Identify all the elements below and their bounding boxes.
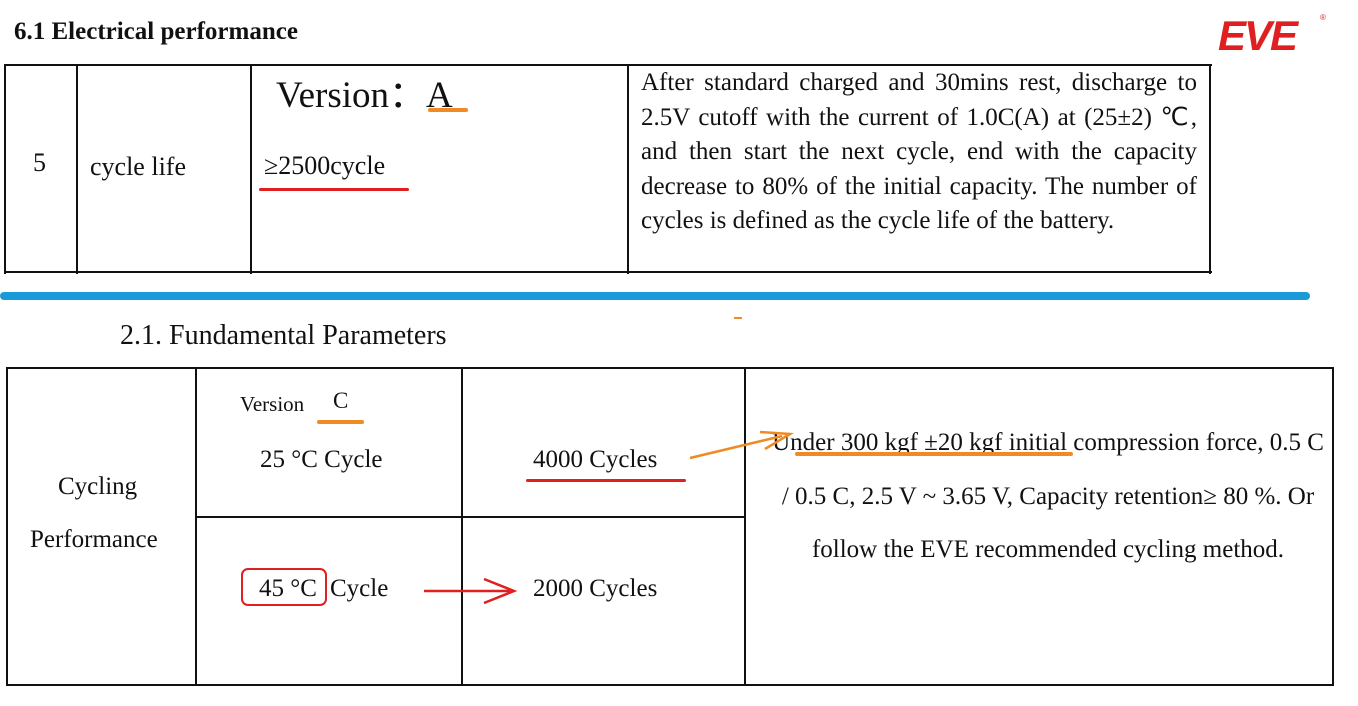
table-border xyxy=(6,367,1334,686)
orange-arrow-icon xyxy=(689,430,795,460)
description-underline-annotation xyxy=(795,452,1073,456)
row-label-line2: Performance xyxy=(30,526,158,553)
table-divider xyxy=(627,64,629,274)
row-number: 5 xyxy=(33,148,46,177)
eve-logo: EVE xyxy=(1218,12,1298,59)
table-border-left xyxy=(4,64,6,274)
version-value: C xyxy=(333,388,349,413)
cycles-underline-annotation xyxy=(526,479,686,482)
cycling-description: Under 300 kgf ±20 kgf initial compressio… xyxy=(772,429,1324,563)
value-underline-annotation xyxy=(259,188,409,191)
table-divider xyxy=(195,367,197,686)
row2-temperature: 45 °C xyxy=(259,575,317,602)
version-label: Version：A xyxy=(276,75,453,116)
section-title-electrical: 6.1 Electrical performance xyxy=(14,18,298,45)
row2-cycle-word: Cycle xyxy=(330,575,389,602)
version-label: Version xyxy=(240,392,305,416)
red-arrow-icon xyxy=(424,577,518,605)
row-name: cycle life xyxy=(90,152,186,181)
row-label-line1: Cycling xyxy=(58,473,138,500)
table-divider xyxy=(76,64,78,274)
table-divider xyxy=(744,367,746,686)
table-divider xyxy=(250,64,252,274)
table-row-divider xyxy=(195,516,746,518)
section-title-fundamental: 2.1. Fundamental Parameters xyxy=(120,320,447,351)
table-divider xyxy=(461,367,463,686)
table-border-right xyxy=(1209,64,1211,274)
row2-cycles-value: 2000 Cycles xyxy=(533,575,658,602)
section-separator xyxy=(0,292,1310,300)
cycle-life-description: After standard charged and 30mins rest, … xyxy=(641,69,1197,234)
temperature-highlight-box xyxy=(241,568,327,606)
registered-mark: ® xyxy=(1320,13,1326,22)
table-border-top xyxy=(4,64,1212,66)
orange-tick-mark xyxy=(734,317,742,319)
cycle-life-value: ≥2500cycle xyxy=(264,151,386,180)
row1-condition: 25 °C Cycle xyxy=(260,446,383,473)
version-underline-annotation xyxy=(317,420,364,424)
row1-cycles-value: 4000 Cycles xyxy=(533,446,658,473)
version-underline-annotation xyxy=(428,108,468,112)
table-border-bottom xyxy=(4,271,1212,273)
